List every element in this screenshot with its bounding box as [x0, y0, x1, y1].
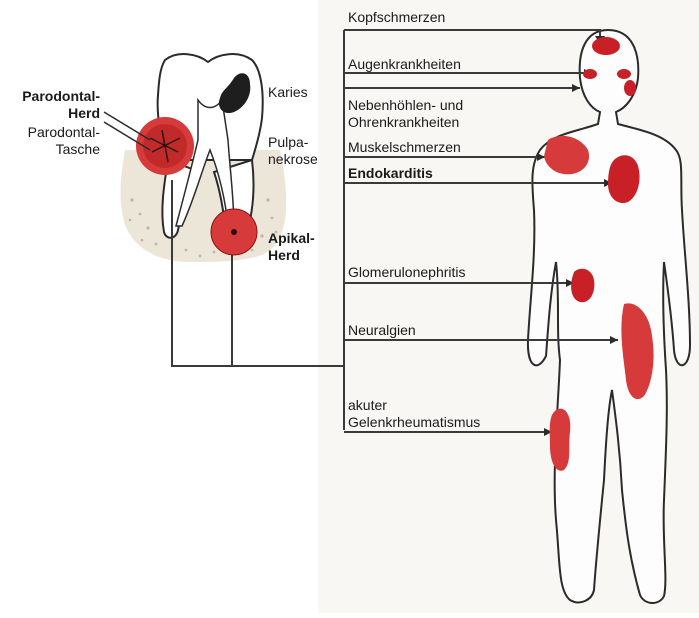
label-gelenkrheumatismus: akuter Gelenkrheumatismus — [348, 397, 480, 431]
label-apikal-herd: Apikal- Herd — [268, 230, 315, 264]
eye-site-right — [617, 69, 631, 79]
brain-site — [592, 37, 620, 55]
label-augenkrankheiten: Augenkrankheiten — [348, 56, 461, 73]
eye-site-left — [583, 69, 597, 79]
label-pulpanekrose: Pulpa- nekrose — [268, 134, 318, 168]
sinus-ear-site — [624, 80, 636, 96]
label-karies: Karies — [268, 84, 308, 101]
label-kopfschmerzen: Kopfschmerzen — [348, 9, 445, 26]
joint-site — [550, 409, 571, 471]
kidney-site — [571, 269, 594, 302]
tooth-illustration — [104, 54, 286, 262]
label-parodontal-tasche: Parodontal- Tasche — [0, 124, 100, 158]
apical-focus — [211, 209, 257, 255]
label-parodontal-herd: Parodontal- Herd — [0, 88, 100, 122]
label-muskelschmerzen: Muskelschmerzen — [348, 139, 461, 156]
label-neuralgien: Neuralgien — [348, 322, 416, 339]
label-nebenhoehlen-ohrenkrankheiten: Nebenhöhlen- und Ohrenkrankheiten — [348, 97, 463, 131]
label-endokarditis: Endokarditis — [348, 165, 433, 182]
label-glomerulonephritis: Glomerulonephritis — [348, 264, 466, 281]
